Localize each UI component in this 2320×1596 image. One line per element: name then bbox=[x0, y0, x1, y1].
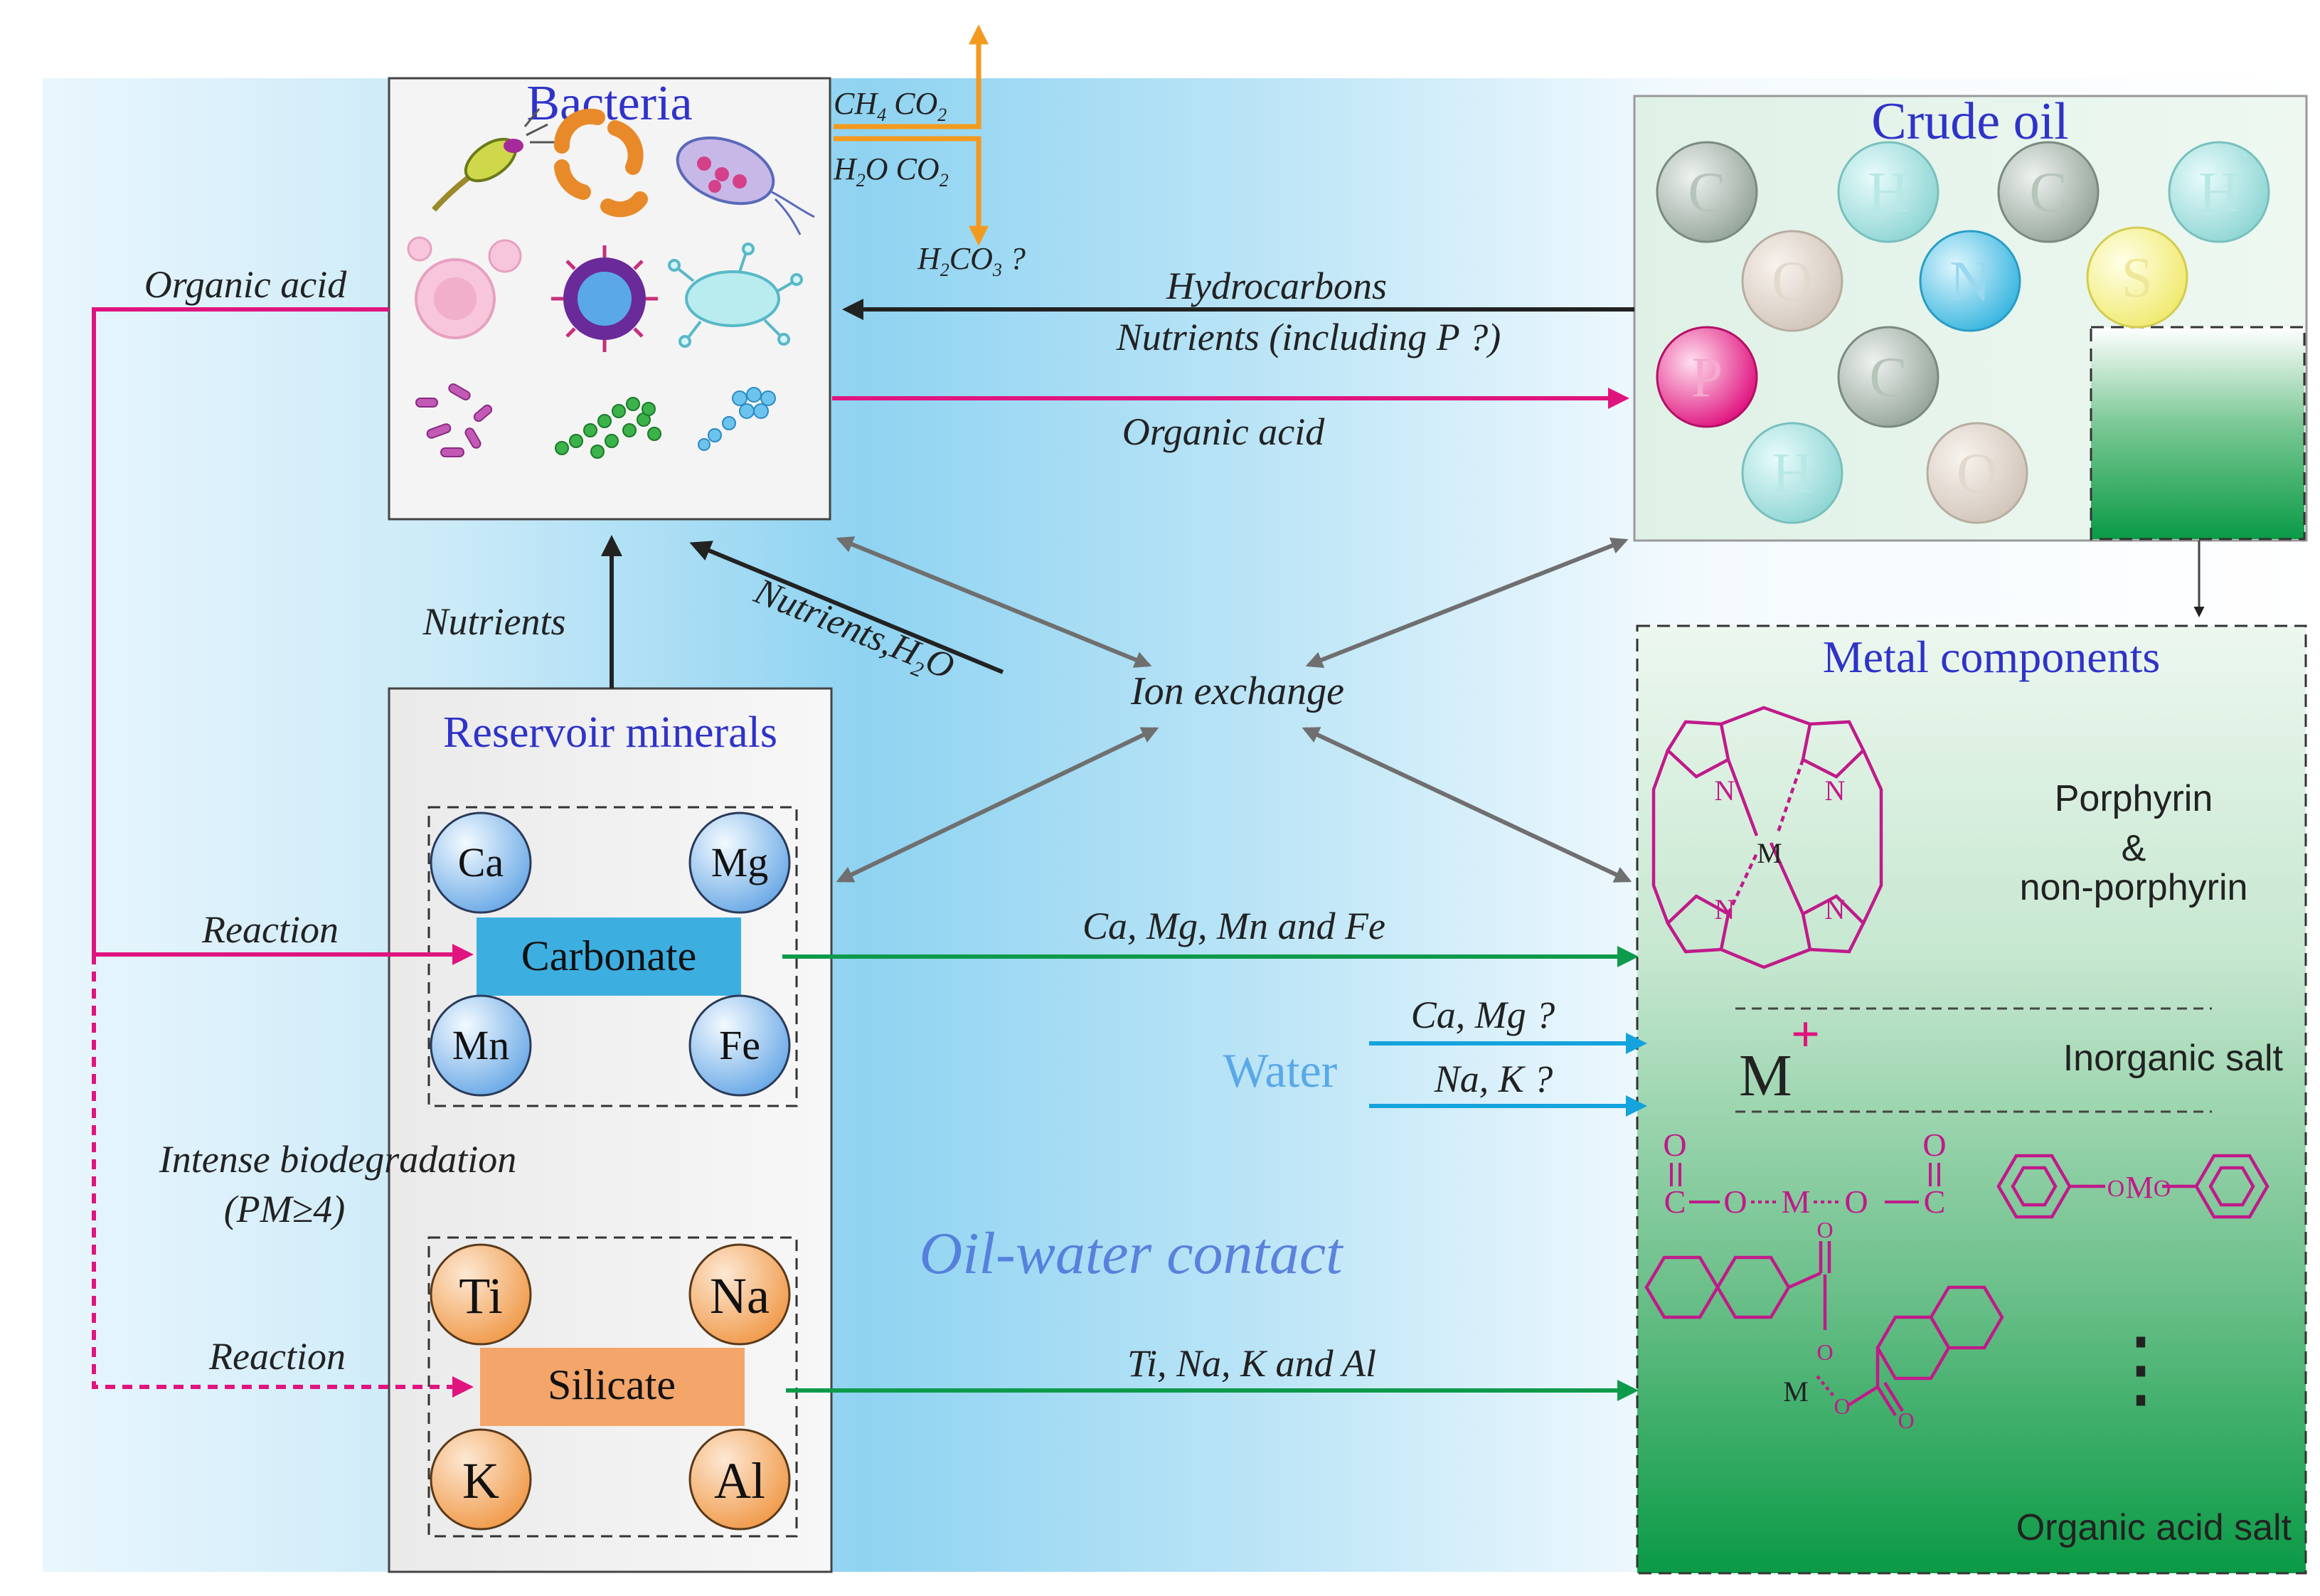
atom-n: N bbox=[1949, 250, 1991, 313]
silicate-group bbox=[427, 1236, 798, 1538]
reservoir-minerals-box: Reservoir minerals Carbonate Ca Mg Mn Fe… bbox=[388, 687, 833, 1573]
atom-c2: C bbox=[2029, 161, 2067, 224]
metal-title: Metal components bbox=[1823, 632, 2161, 682]
carbonate-label: Carbonate bbox=[521, 932, 697, 979]
organic-acid-label-left: Organic acid bbox=[144, 263, 347, 306]
reaction-dashed-loop bbox=[92, 954, 474, 1398]
water-na-k-label: Na, K ? bbox=[1434, 1058, 1553, 1100]
porphyrin-structure bbox=[1651, 706, 1883, 969]
ellipsis: ⋮ bbox=[2098, 1321, 2183, 1416]
atom-p: P bbox=[1691, 346, 1723, 409]
gas-release-arrows bbox=[834, 24, 989, 246]
bacteria-box: Bacteria bbox=[388, 24, 1026, 521]
inorganic-m: M bbox=[1739, 1043, 1792, 1109]
bacteria-illustrations bbox=[407, 108, 815, 459]
svg-text:O: O bbox=[1663, 1127, 1686, 1163]
porphyrin-n4: N bbox=[1825, 893, 1846, 925]
silicate-label: Silicate bbox=[548, 1361, 676, 1408]
elem-mg: Mg bbox=[711, 839, 769, 885]
gas-ch4: CH bbox=[834, 86, 878, 121]
elem-k: K bbox=[462, 1452, 499, 1509]
atom-o1: O bbox=[1772, 250, 1813, 313]
svg-text:O: O bbox=[2107, 1176, 2125, 1202]
intense-biodegradation-label: Intense biodegradation bbox=[159, 1138, 516, 1181]
metal-components-box: Metal components N N N N M Porphyrin & bbox=[1636, 624, 2307, 1575]
atom-h2: H bbox=[2198, 161, 2240, 224]
bacteria-title: Bacteria bbox=[526, 76, 692, 131]
reaction-label-2: Reaction bbox=[208, 1335, 346, 1378]
elem-mn: Mn bbox=[452, 1022, 510, 1068]
atom-h1: H bbox=[1868, 161, 1909, 224]
svg-text:C: C bbox=[1924, 1183, 1946, 1220]
porphyrin-n2: N bbox=[1825, 775, 1846, 807]
inorganic-plus: + bbox=[1791, 1006, 1820, 1063]
silicate-metals-label: Ti, Na, K and Al bbox=[1127, 1342, 1376, 1385]
water-label: Water bbox=[1223, 1043, 1338, 1097]
svg-text:O: O bbox=[1834, 1393, 1850, 1419]
ion-exchange-arrows bbox=[836, 536, 1632, 883]
svg-text:O: O bbox=[1844, 1183, 1868, 1220]
reaction-label-1: Reaction bbox=[201, 908, 339, 951]
porphyrin-m: M bbox=[1757, 837, 1782, 869]
atom-s: S bbox=[2122, 247, 2154, 309]
inorganic-salt-label: Inorganic salt bbox=[2063, 1038, 2284, 1079]
atom-o2: O bbox=[1957, 442, 1998, 505]
crude-oil-title: Crude oil bbox=[1871, 92, 2068, 151]
pm-label: (PM≥4) bbox=[224, 1188, 346, 1230]
elem-ti: Ti bbox=[459, 1267, 502, 1324]
phenoxide-salt bbox=[1996, 1154, 2270, 1219]
svg-text:CH4 CO2: CH4 CO2 bbox=[834, 86, 947, 125]
elem-na: Na bbox=[710, 1267, 770, 1324]
carbonate-metals-label: Ca, Mg, Mn and Fe bbox=[1082, 905, 1385, 947]
porphyrin-label-1: Porphyrin bbox=[2055, 778, 2213, 819]
elem-fe: Fe bbox=[719, 1022, 760, 1068]
silicate-box bbox=[480, 1348, 745, 1426]
carboxylate-salt: O C O M O C O bbox=[1663, 1127, 1946, 1220]
svg-text:O: O bbox=[2154, 1176, 2171, 1202]
water-ca-mg-label: Ca, Mg ? bbox=[1411, 994, 1555, 1036]
nutrients-label: Nutrients bbox=[422, 600, 565, 643]
organic-acid-loop bbox=[92, 307, 474, 965]
svg-text:M: M bbox=[2125, 1170, 2153, 1205]
svg-text:H2CO3 ?: H2CO3 ? bbox=[917, 241, 1026, 280]
porphyrin-label-2: & bbox=[2122, 828, 2146, 869]
svg-text:O: O bbox=[1922, 1127, 1946, 1163]
hydrocarbons-label: Hydrocarbons bbox=[1166, 265, 1387, 307]
atom-c1: C bbox=[1688, 161, 1725, 224]
atom-group: C H C H O N S P C H O bbox=[1656, 141, 2270, 524]
svg-text:H2O CO2: H2O CO2 bbox=[833, 151, 949, 191]
atom-c3: C bbox=[1869, 346, 1907, 409]
svg-text:O: O bbox=[1898, 1408, 1914, 1433]
elem-ca: Ca bbox=[458, 839, 504, 885]
svg-text:O: O bbox=[1816, 1217, 1833, 1243]
naphthoate-salt bbox=[1644, 1241, 2004, 1417]
crude-oil-box: Crude oil C H C H O N S P C H O bbox=[1633, 92, 2308, 542]
carbonate-box bbox=[477, 917, 741, 996]
organic-acid-salt-label: Organic acid salt bbox=[2016, 1507, 2292, 1548]
elem-al: Al bbox=[714, 1452, 765, 1509]
porphyrin-label-3: non-porphyrin bbox=[2020, 867, 2248, 908]
svg-text:C: C bbox=[1664, 1183, 1686, 1220]
carbonic-acid: H bbox=[917, 241, 942, 276]
svg-text:M: M bbox=[1783, 1376, 1809, 1408]
atom-h3: H bbox=[1772, 442, 1813, 505]
oil-inset bbox=[2090, 326, 2306, 541]
oil-water-contact-label: Oil-water contact bbox=[920, 1220, 1345, 1287]
svg-text:O: O bbox=[1816, 1339, 1833, 1365]
organic-acid-label-right: Organic acid bbox=[1122, 410, 1325, 453]
svg-text:O: O bbox=[1723, 1183, 1747, 1220]
ion-exchange-label: Ion exchange bbox=[1130, 669, 1344, 713]
gas-h2o-co2: H bbox=[833, 151, 858, 186]
nutrients-including-label: Nutrients (including P ?) bbox=[1116, 316, 1501, 358]
porphyrin-n3: N bbox=[1715, 893, 1735, 925]
porphyrin-n1: N bbox=[1715, 775, 1735, 807]
reservoir-title: Reservoir minerals bbox=[443, 708, 777, 757]
svg-text:M: M bbox=[1782, 1183, 1811, 1220]
